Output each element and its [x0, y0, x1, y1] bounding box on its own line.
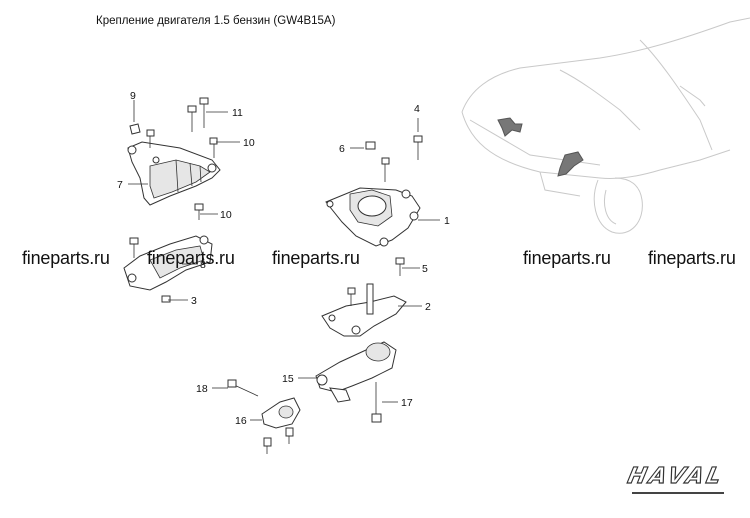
bolt-cluster	[146, 97, 218, 220]
watermark-1: fineparts.ru	[22, 248, 110, 268]
callout-9: 9	[130, 90, 136, 102]
callout-2: 2	[425, 301, 431, 313]
mount-7-left-upper	[127, 141, 221, 206]
callout-labels: 9 11 10 7 10 8 3 4 6 1 5 2 15 18 16 17	[117, 90, 450, 427]
callout-12: 11	[232, 107, 243, 119]
callout-15: 15	[282, 373, 294, 385]
callout-3: 3	[191, 295, 197, 307]
callout-8: 8	[200, 259, 206, 271]
leader-lines	[128, 100, 440, 421]
callout-11: 10	[243, 137, 255, 149]
diagram-title: Крепление двигателя 1.5 бензин (GW4B15A)	[96, 15, 336, 27]
logo-underline	[632, 492, 724, 494]
watermark-3: fineparts.ru	[272, 248, 360, 268]
callout-17: 17	[401, 397, 413, 409]
callout-18: 18	[196, 383, 208, 395]
callout-10: 10	[220, 209, 232, 221]
watermark-5: fineparts.ru	[648, 248, 736, 268]
mount-15-rear	[315, 341, 397, 423]
mount-8-left-lower	[123, 235, 213, 303]
haval-logo: HAVAL	[625, 463, 727, 489]
mount-1-right	[325, 135, 423, 276]
callout-16: 16	[235, 415, 247, 427]
callout-5: 5	[422, 263, 428, 275]
watermark-4: fineparts.ru	[523, 248, 611, 268]
bracket-2	[321, 283, 407, 337]
mount-16-small	[227, 379, 301, 454]
bolt-9	[129, 104, 141, 135]
callout-4: 4	[414, 103, 420, 115]
watermark-2: fineparts.ru	[147, 248, 235, 268]
callout-7: 7	[117, 179, 123, 191]
car-silhouette	[461, 17, 750, 234]
callout-1: 1	[444, 215, 450, 227]
callout-6: 6	[339, 143, 345, 155]
